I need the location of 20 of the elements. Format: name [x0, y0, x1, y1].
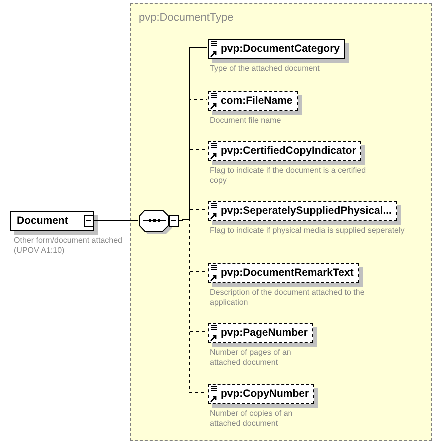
element-description: Type of the attached document: [210, 64, 321, 74]
sequence-compositor: [139, 209, 183, 233]
element-name: pvp:DocumentRemarkText: [221, 267, 354, 279]
type-name: pvp:DocumentType: [139, 12, 234, 24]
element-name: pvp:DocumentCategory: [221, 43, 340, 55]
element-description: Flag to indicate if physical media is supplied seperately: [210, 226, 406, 236]
element-description: Number of copies of an attached document: [210, 409, 294, 429]
element-description: Description of the document attached to the application: [210, 288, 366, 308]
complex-type-container: [130, 3, 432, 441]
element-name: pvp:CertifiedCopyIndicator: [221, 145, 356, 157]
element-name: Document: [17, 215, 68, 227]
element-name: pvp:SeperatelySuppliedPhysical...: [221, 205, 392, 217]
element-name: com:FileName: [221, 95, 293, 107]
connector-line: [94, 220, 138, 222]
element-description: Other form/document attached (UPOV A1:10): [14, 236, 124, 256]
element-name: pvp:PageNumber: [221, 327, 308, 339]
element-description: Document file name: [210, 116, 282, 126]
element-description: Number of pages of an attached document: [210, 348, 292, 368]
element-description: Flag to indicate if the document is a certified copy: [210, 166, 368, 186]
element-name: pvp:CopyNumber: [221, 388, 310, 400]
